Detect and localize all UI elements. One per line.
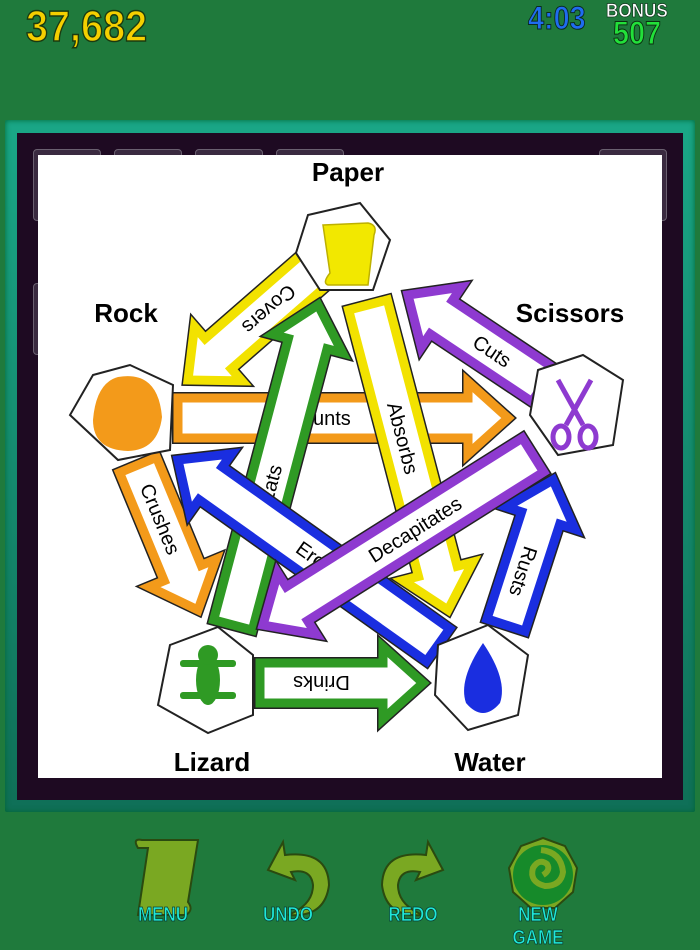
undo-arrow-icon <box>266 838 331 917</box>
arrow-rusts: Rusts <box>479 471 586 639</box>
bonus-label: BONUS <box>606 1 668 23</box>
toolbar: MENU UNDO REDO NEW GAME <box>0 830 700 949</box>
timer: 4:03 <box>528 0 587 37</box>
arrow-shape <box>182 243 340 386</box>
arrow-shape <box>113 451 224 617</box>
arrow-eats: Eats <box>206 296 355 638</box>
arrow-blunts: Blunts <box>172 368 517 468</box>
arrow-drinks: Drinks <box>254 633 432 733</box>
water-drop-icon <box>464 643 502 713</box>
redo-label: REDO <box>388 904 438 927</box>
undo-button[interactable]: UNDO <box>233 830 343 930</box>
redo-arrow-icon <box>380 838 445 917</box>
arrow-shape <box>402 281 561 408</box>
spiral-icon <box>507 836 579 909</box>
arrow-cuts: Cuts <box>400 279 563 410</box>
node-paper <box>294 201 392 291</box>
new-game-label: NEW GAME <box>512 904 564 950</box>
lizard-icon <box>180 645 236 705</box>
node-label-lizard: Lizard <box>174 747 251 777</box>
arrow-shape <box>481 473 584 637</box>
arrow-crushes: Crushes <box>111 449 227 619</box>
arrow-shape <box>172 448 456 668</box>
arrow-shape <box>255 636 430 730</box>
arrow-label: Drinks <box>293 671 350 693</box>
scroll-icon <box>134 838 200 916</box>
score: 37,682 <box>25 1 148 52</box>
redo-button[interactable]: REDO <box>358 830 468 930</box>
node-scissors <box>528 353 625 457</box>
arrow-shape <box>208 298 352 636</box>
node-label-scissors: Scissors <box>516 298 624 328</box>
rock-icon <box>93 376 162 451</box>
node-label-water: Water <box>454 747 525 777</box>
rules-diagram: CoversCutsBluntsEatsAbsorbsCrushesRustsD… <box>68 157 625 777</box>
node-label-paper: Paper <box>312 157 384 187</box>
node-water <box>433 623 530 732</box>
node-label-rock: Rock <box>94 298 158 328</box>
paper-scroll-icon <box>322 222 376 286</box>
bonus-value: 507 <box>613 15 662 52</box>
menu-button[interactable]: MENU <box>108 830 218 930</box>
node-rock <box>68 363 175 462</box>
node-lizard <box>156 625 254 735</box>
menu-label: MENU <box>137 904 189 927</box>
undo-label: UNDO <box>262 904 314 927</box>
new-game-button[interactable]: NEW GAME <box>483 830 593 949</box>
arrow-decapitates: Decapitates <box>255 429 552 643</box>
scissors-icon <box>550 378 599 451</box>
arrow-shape <box>257 431 550 641</box>
